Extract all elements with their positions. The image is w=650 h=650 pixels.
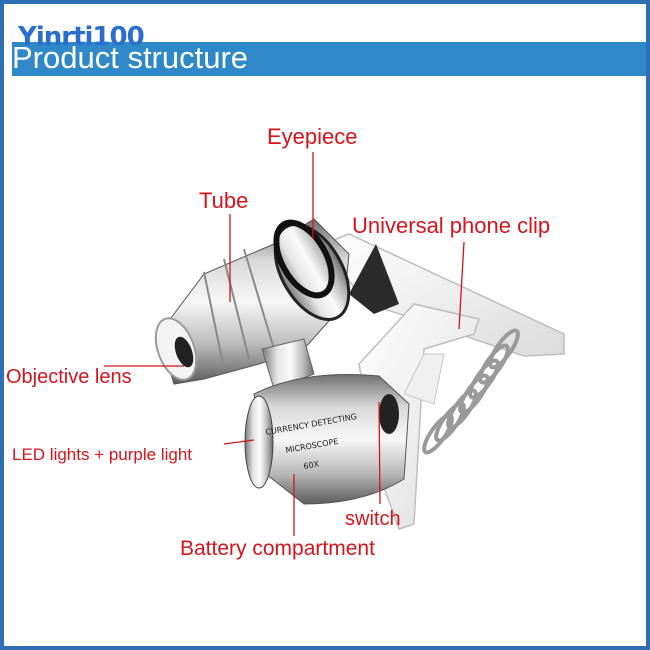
label-led-lights: LED lights + purple light [12, 445, 193, 464]
header-title: Product structure [12, 40, 249, 75]
label-objective-lens: Objective lens [6, 366, 132, 388]
label-phone-clip: Universal phone clip [352, 213, 551, 238]
body-text-line3: 60X [303, 459, 320, 471]
leader-led-lights [223, 439, 255, 445]
label-eyepiece: Eyepiece [267, 124, 358, 149]
leader-phone-clip [458, 241, 465, 330]
label-battery-compartment: Battery compartment [180, 537, 375, 560]
label-switch: switch [345, 508, 401, 530]
microscope-product-illustration: CURRENCY DETECTING MICROSCOPE 60X [104, 152, 565, 536]
leader-switch [378, 401, 381, 505]
label-tube: Tube [199, 188, 249, 213]
watermark-logo: Yinrti100 [18, 22, 145, 52]
leader-lines [104, 152, 465, 536]
header-bar [12, 42, 646, 76]
microscope-body: CURRENCY DETECTING MICROSCOPE 60X [244, 338, 410, 505]
microscope-tube [154, 218, 351, 385]
